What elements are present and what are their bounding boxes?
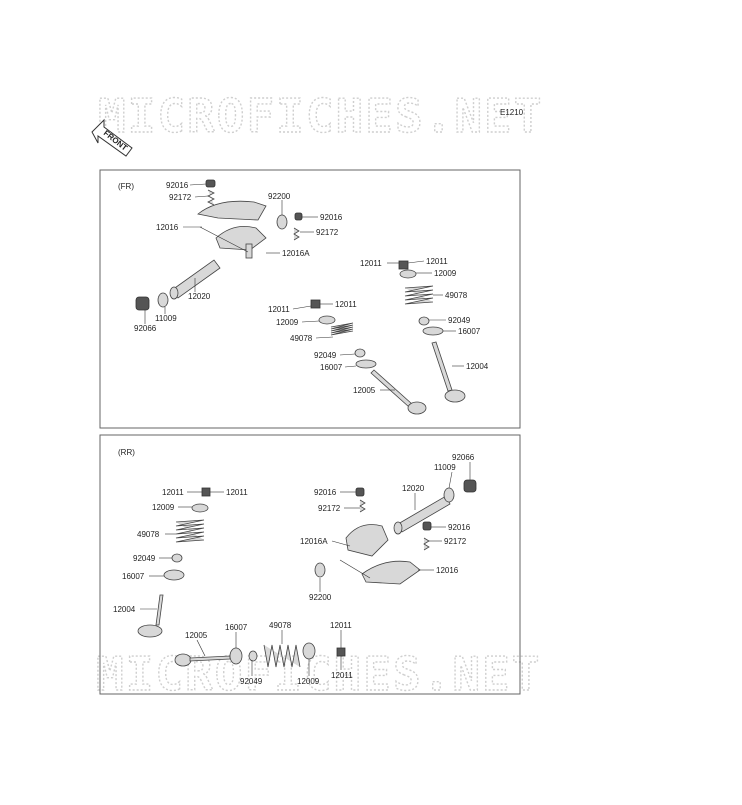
callout: 12020 — [188, 292, 211, 301]
front-valve-train-left — [310, 299, 427, 415]
callout: 92049 — [314, 351, 337, 360]
callout: 49078 — [290, 334, 313, 343]
rear-section-tag: (RR) — [118, 448, 135, 457]
callout: 12009 — [152, 503, 175, 512]
callout: 92172 — [169, 193, 192, 202]
callout: 11009 — [155, 314, 177, 323]
rear-rocker-assembly — [314, 479, 477, 585]
callout: 12009 — [434, 269, 457, 278]
callout: 92172 — [444, 537, 467, 546]
callout: 12011 — [331, 671, 353, 680]
callout: 12011 — [162, 488, 184, 497]
callout: 12009 — [297, 677, 320, 686]
callout: 12011 — [360, 259, 382, 268]
callout: 92016 — [166, 181, 189, 190]
rear-leader-lines — [140, 462, 471, 676]
callout: 12004 — [466, 362, 489, 371]
callout: 92066 — [134, 324, 157, 333]
front-section-panel — [99, 169, 521, 429]
front-leader-lines — [144, 183, 464, 391]
rear-callouts: 12011 12011 12009 49078 92049 16007 1200… — [113, 453, 475, 686]
callout: 92066 — [452, 453, 475, 462]
callout: 12016A — [282, 249, 310, 258]
callout: 92200 — [309, 593, 332, 602]
callout: 12020 — [402, 484, 425, 493]
callout: 12005 — [185, 631, 208, 640]
callout: 12004 — [113, 605, 136, 614]
callout: 92016 — [448, 523, 471, 532]
callout: 16007 — [320, 363, 343, 372]
watermark-bottom: MICROFICHES.NET — [96, 647, 541, 701]
front-callouts: 92016 92172 92200 92016 92172 12016 1201… — [134, 181, 489, 395]
callout: 12016A — [300, 537, 328, 546]
callout: 92172 — [318, 504, 341, 513]
callout: 16007 — [458, 327, 481, 336]
rear-valve-train-vertical — [137, 487, 211, 638]
callout: 49078 — [445, 291, 468, 300]
callout: 92049 — [448, 316, 471, 325]
callout: 12011 — [426, 257, 448, 266]
callout: 12011 — [268, 305, 290, 314]
callout: 92016 — [320, 213, 343, 222]
front-rocker-assembly — [135, 179, 303, 311]
callout: 16007 — [122, 572, 145, 581]
callout: 12016 — [436, 566, 459, 575]
callout: 92016 — [314, 488, 337, 497]
callout: 92172 — [316, 228, 339, 237]
callout: 12009 — [276, 318, 299, 327]
callout: 92049 — [133, 554, 156, 563]
callout: 11009 — [434, 463, 456, 472]
callout: 12011 — [330, 621, 352, 630]
front-valve-train-right — [398, 260, 466, 403]
watermark-top: MICROFICHES.NET — [98, 89, 543, 143]
rear-valve-train-horizontal — [174, 642, 346, 668]
rear-section-panel — [99, 434, 521, 695]
callout: 12011 — [226, 488, 248, 497]
callout: 12005 — [353, 386, 376, 395]
callout: 12011 — [335, 300, 357, 309]
callout: 49078 — [137, 530, 160, 539]
callout: 49078 — [269, 621, 292, 630]
front-section-tag: (FR) — [118, 182, 134, 191]
diagram-code: E1210 — [500, 108, 524, 117]
callout: 16007 — [225, 623, 248, 632]
callout: 92200 — [268, 192, 291, 201]
callout: 12016 — [156, 223, 179, 232]
callout: 92049 — [240, 677, 263, 686]
